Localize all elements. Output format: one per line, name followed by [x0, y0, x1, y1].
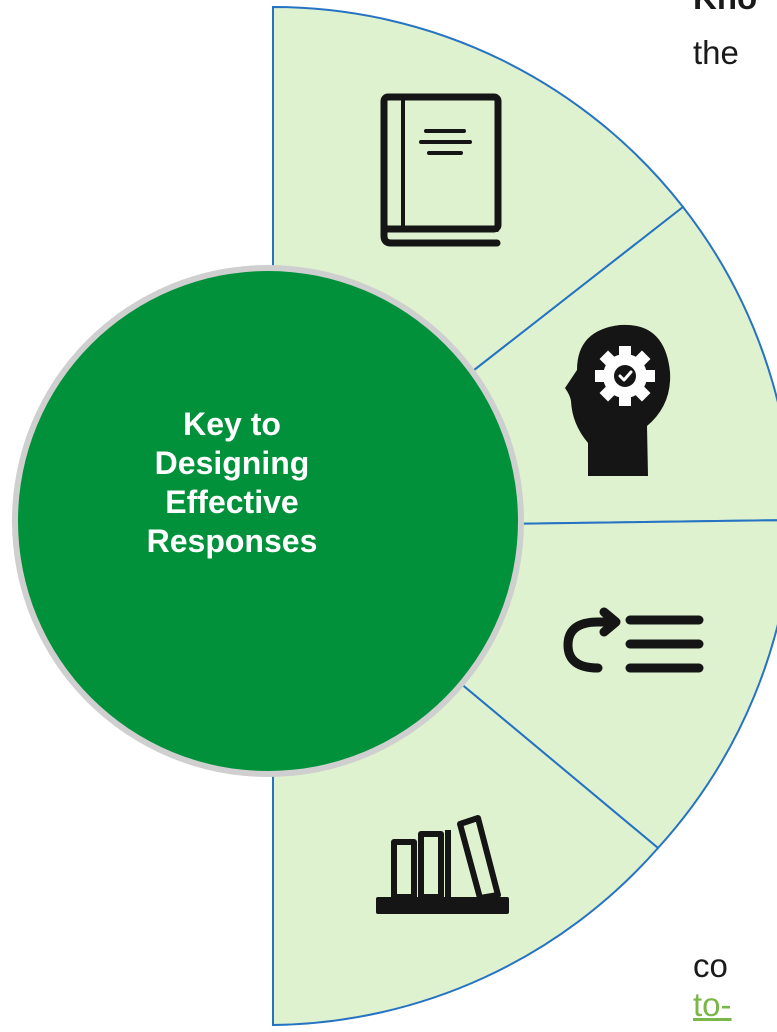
center-label-line-3: Effective: [165, 484, 299, 520]
edge-heading-text: Kno: [693, 0, 757, 18]
center-circle: [18, 271, 518, 771]
book-icon: [380, 93, 502, 247]
center-label-line-2: Designing: [154, 445, 310, 481]
edge-link[interactable]: to-: [693, 986, 732, 1023]
center-label-line-4: Responses: [146, 523, 318, 559]
redo-list-icon: [563, 607, 704, 673]
head-gear-icon: [565, 324, 671, 476]
center-label-line-1: Key to: [183, 406, 281, 442]
center-label: Key to Designing Effective Responses: [40, 405, 424, 561]
edge-body-text-top: the: [693, 34, 739, 71]
bookshelf-icon: [376, 815, 509, 914]
edge-body-text-bottom: co: [693, 947, 728, 984]
